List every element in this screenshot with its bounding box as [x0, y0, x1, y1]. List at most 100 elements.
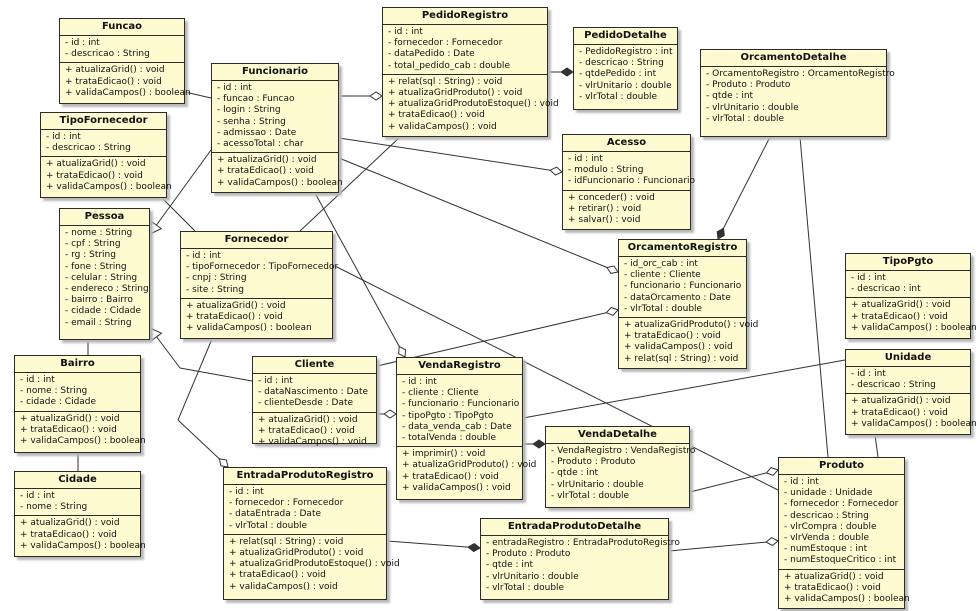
- attributes: - id : int - funcao : Funcao - login : S…: [212, 81, 338, 152]
- method: + validaCampos() : void: [229, 581, 338, 592]
- method: + conceder() : void: [568, 192, 655, 203]
- method: + atualizaGrid() : void: [65, 65, 165, 76]
- link-orcamentodetalhe-produto: [799, 136, 829, 458]
- attribute: - fornecedor : Fornecedor: [784, 499, 899, 510]
- attributes: - entradaRegistro : EntradaProdutoRegist…: [481, 536, 680, 596]
- link-funcionario-pedidoregistro-aggregation-diamond: [369, 91, 383, 101]
- method: + relat(sql : String) : void: [229, 536, 344, 547]
- link-cliente-pessoa-b-generalization-arrow: [149, 327, 163, 342]
- method: + trataEdicao() : void: [217, 166, 314, 177]
- method: + atualizaGrid() : void: [20, 518, 120, 529]
- method: + relat(sql : String) : void: [388, 76, 503, 87]
- attribute: - dataEntrada : Date: [229, 509, 322, 520]
- class-pessoa: Pessoa - nome : String - cpf : String - …: [59, 208, 150, 340]
- attribute: - qtdePedido : int: [579, 69, 657, 80]
- class-name: Acesso: [563, 135, 690, 152]
- class-name: Cidade: [15, 472, 140, 489]
- attributes: - VendaRegistro : VendaRegistro - Produt…: [546, 444, 695, 504]
- class-entradaprodutoregistro: EntradaProdutoRegistro - id : int - forn…: [223, 467, 400, 600]
- attributes: - id : int - descricao : int: [846, 271, 970, 297]
- method: + atualizaGridProduto() : void: [402, 460, 537, 471]
- class-unidade: Unidade - id : int - descricao : String …: [845, 349, 977, 435]
- attribute: - descricao : String: [65, 49, 150, 60]
- attribute: - Produto : Produto: [706, 80, 791, 91]
- attribute: - cidade : Cidade: [20, 397, 97, 408]
- method: + trataEdicao() : void: [388, 110, 485, 121]
- link-vendadetalhe-produto-aggregation-diamond: [765, 467, 779, 476]
- attribute: - endereco : String: [65, 284, 149, 295]
- method: + validaCampos() : void: [624, 342, 733, 353]
- class-pedidodetalhe: PedidoDetalhe - PedidoRegistro : int - d…: [573, 27, 678, 110]
- method: + atualizaGrid() : void: [46, 159, 146, 170]
- link-entradadetalhe-produto-aggregation-diamond: [765, 537, 779, 547]
- attributes: - PedidoRegistro : int - descricao : Str…: [574, 45, 677, 105]
- class-name: PedidoDetalhe: [574, 28, 677, 45]
- attribute: - nome : String: [20, 502, 88, 513]
- methods: + relat(sql : String) : void + atualizaG…: [224, 533, 400, 595]
- attributes: - id : int - descricao : String: [41, 130, 166, 156]
- link-entradadetalhe-produto: [668, 540, 779, 552]
- class-tipopgto: TipoPgto - id : int - descricao : int + …: [845, 253, 977, 339]
- methods: + atualizaGrid() : void + trataEdicao() …: [181, 297, 332, 337]
- attribute: - PedidoRegistro : int: [579, 47, 673, 57]
- attribute: - vlrTotal : double: [229, 520, 308, 531]
- method: + trataEdicao() : void: [186, 312, 283, 323]
- method: + validaCampos() : boolean: [186, 323, 312, 334]
- method: + trataEdicao() : void: [20, 529, 117, 540]
- attribute: - total_pedido_cab : double: [388, 60, 510, 71]
- attributes: - id : int - tipoFornecedor : TipoFornec…: [181, 249, 339, 298]
- attribute: - OrcamentoRegistro : OrcamentoRegistro: [706, 69, 895, 79]
- methods: + imprimir() : void + atualizaGridProdut…: [397, 446, 537, 496]
- link-funcionario-vendaregistro-aggregation-diamond: [398, 345, 407, 358]
- attribute: - qtde : int: [706, 91, 754, 102]
- method: + validaCampos() : boolean: [851, 322, 977, 333]
- attribute: - vlrVenda : double: [784, 533, 869, 544]
- link-entrada-entradadetalhe: [386, 540, 481, 549]
- attribute: - tipoPgto : TipoPgto: [402, 410, 494, 421]
- class-name: OrcamentoRegistro: [619, 240, 746, 257]
- attribute: - senha : String: [217, 116, 286, 127]
- attribute: - funcionario : Funcionario: [624, 281, 742, 292]
- attributes: - id : int - modulo : String - idFuncion…: [563, 152, 695, 190]
- class-name: Unidade: [846, 350, 970, 367]
- methods: + atualizaGrid() : void + trataEdicao() …: [846, 297, 977, 336]
- attribute: - dataPedido : Date: [388, 49, 475, 60]
- attribute: - descricao : int: [851, 284, 921, 295]
- class-fornecedor: Fornecedor - id : int - tipoFornecedor :…: [180, 231, 339, 339]
- link-funcao-funcionario: [184, 91, 212, 99]
- method: + relat(sql : String) : void: [624, 353, 739, 364]
- link-fornecedor-produto: [332, 264, 779, 491]
- attributes: - id : int - descricao : String: [60, 36, 184, 62]
- attribute: - id : int: [568, 154, 603, 164]
- attribute: - descricao : String: [784, 510, 869, 521]
- attributes: - id : int - dataNascimento : Date - cli…: [253, 374, 376, 412]
- class-funcionario: Funcionario - id : int - funcao : Funcao…: [211, 63, 343, 193]
- class-entradaprodutodetalhe: EntradaProdutoDetalhe - entradaRegistro …: [480, 518, 680, 600]
- method: + imprimir() : void: [402, 449, 486, 460]
- methods: + atualizaGrid() : void + trataEdicao() …: [60, 62, 191, 101]
- link-funcionario-pessoa: [149, 149, 212, 235]
- method: + validaCampos() : void: [388, 121, 497, 132]
- class-name: Funcao: [60, 19, 184, 36]
- method: + atualizaGrid() : void: [20, 413, 120, 424]
- attribute: - modulo : String: [568, 165, 644, 176]
- attribute: - vlrUnitario : double: [551, 479, 644, 490]
- method: + atualizaGridProdutoEstoque() : void: [229, 559, 400, 570]
- link-cliente-pessoa-a: [179, 367, 253, 382]
- link-pedidoregistro-fornecedor: [299, 136, 401, 232]
- attribute: - tipoFornecedor : TipoFornecedor: [186, 262, 339, 273]
- attribute: - cliente : Cliente: [402, 388, 479, 399]
- class-name: EntradaProdutoRegistro: [224, 468, 386, 485]
- link-vendadetalhe-produto: [689, 469, 779, 493]
- methods: + atualizaGrid() : void + trataEdicao() …: [15, 515, 146, 554]
- attribute: - dataOrcamento : Date: [624, 292, 731, 303]
- class-name: Cliente: [253, 357, 376, 374]
- attribute: - numEstoque : int: [784, 544, 868, 555]
- method: + trataEdicao() : void: [65, 76, 162, 87]
- link-orcamentodetalhe-orcamentoregistro: [717, 136, 771, 240]
- attribute: - id : int: [229, 487, 264, 497]
- attributes: - id : int - nome : String: [15, 489, 140, 515]
- attribute: - login : String: [217, 105, 281, 116]
- class-name: Pessoa: [60, 209, 149, 226]
